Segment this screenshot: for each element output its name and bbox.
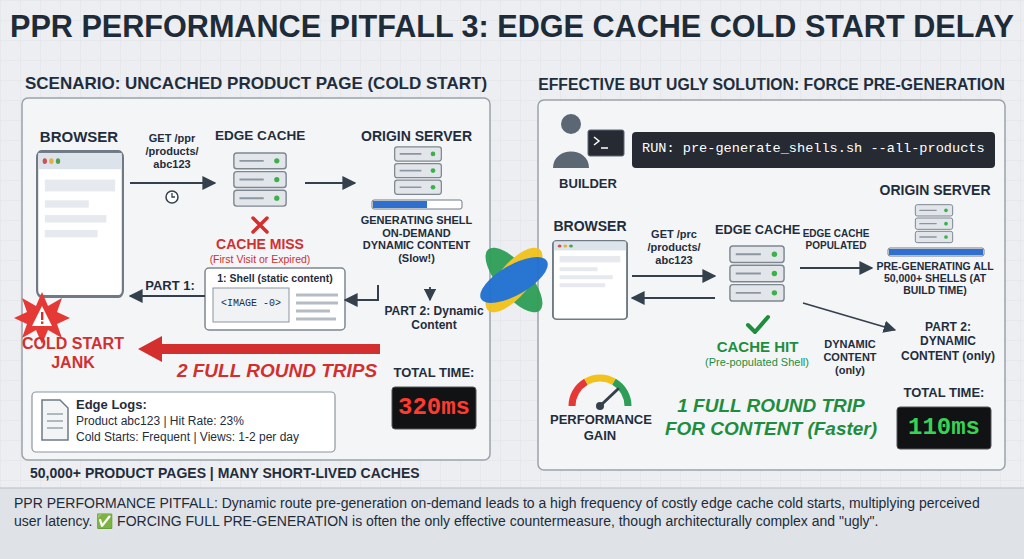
command-text: RUN: pre-generate_shells.sh --all-produc… (642, 141, 985, 157)
text-label: ORIGIN SERVER (872, 182, 998, 199)
text-label: DYNAMIC CONTENT (only) (810, 338, 890, 378)
timer-box: TOTAL TIME: 110ms (893, 385, 995, 452)
edge-cache-node: EDGE CACHE (215, 128, 305, 215)
origin-server-node: ORIGIN SERVER PRE-GENERATING ALL 50,000+ … (872, 182, 998, 315)
connector-arrow (305, 182, 355, 184)
browser-node: BROWSER (28, 128, 130, 305)
text-label: 1: Shell (static content) (209, 272, 341, 285)
status-label: CACHE MISS (200, 236, 320, 253)
status-note: (First Visit or Expired) (190, 253, 330, 266)
text-label: BROWSER (28, 128, 130, 146)
scenario-panel: SCENARIO: UNCACHED PRODUCT PAGE (COLD ST… (22, 74, 490, 480)
round-trip-label: 1 FULL ROUND TRIP FOR CONTENT (Faster) (655, 395, 887, 441)
text-label: BROWSER (548, 218, 632, 235)
status-label: CACHE HIT (705, 338, 810, 356)
timer-value: 320ms (394, 394, 474, 423)
edge-label: EDGE CACHE POPULATED (802, 228, 870, 252)
connector-arrow (130, 295, 205, 297)
gauge-node: PERFORMANCE GAIN (550, 372, 650, 450)
origin-server-node: ORIGIN SERVER GENERATING SHELL ON-DEMAND … (355, 128, 478, 285)
text-label: <IMAGE -0> (215, 298, 287, 310)
shell-box: 1: Shell (static content) <IMAGE -0> (205, 268, 345, 330)
text-label: TOTAL TIME: (388, 365, 480, 381)
round-trip-label: 2 FULL ROUND TRIPS (172, 360, 382, 383)
text-label: TOTAL TIME: (893, 385, 995, 401)
text-label: PART 2: DYNAMIC CONTENT (only) (899, 320, 997, 363)
terminal-box: RUN: pre-generate_shells.sh --all-produc… (632, 132, 995, 168)
text-label: BUILDER (548, 176, 628, 192)
timer-value: 110ms (899, 414, 989, 443)
timer-box: TOTAL TIME: 320ms (388, 365, 480, 432)
title: PPR PERFORMANCE PITFALL 3: EDGE CACHE CO… (10, 8, 1014, 45)
builder-node: BUILDER (548, 108, 628, 195)
browser-node: BROWSER (548, 218, 632, 322)
panel-heading: EFFECTIVE BUT UGLY SOLUTION: FORCE PRE-G… (538, 76, 1005, 95)
connector-arrow (130, 182, 215, 184)
alert-label: COLD START JANK (16, 334, 130, 372)
connector-arrow (345, 285, 378, 300)
status-note: (Pre-populated Shell) (698, 356, 816, 369)
connector-arrow (632, 275, 715, 277)
text-label: Product abc123 | Hit Rate: 23% (76, 414, 329, 428)
edge-label: GET /prc /products/ abc123 (634, 228, 714, 268)
text-label: GENERATING SHELL ON-DEMAND DYNAMIC CONTE… (357, 214, 476, 265)
text-label: Edge Logs: (76, 397, 329, 413)
text-label: EDGE CACHE (215, 128, 305, 144)
panel-heading: SCENARIO: UNCACHED PRODUCT PAGE (COLD ST… (22, 74, 490, 94)
text-label: EDGE CACHE (715, 222, 800, 237)
footnote: 50,000+ PRODUCT PAGES | MANY SHORT-LIVED… (30, 465, 485, 482)
log-box: Edge Logs:Product abc123 | Hit Rate: 23%… (32, 392, 335, 452)
edge-cache-node: EDGE CACHE (715, 222, 800, 310)
text-label: ORIGIN SERVER (355, 128, 478, 145)
text-label: PRE-GENERATING ALL 50,000+ SHELLS (AT BU… (875, 260, 995, 296)
connector-arrow (800, 267, 872, 269)
edge-label: GET /ppr /products/ abc123 (132, 132, 212, 172)
image-box: <IMAGE -0> (213, 288, 289, 322)
caption: PPR PERFORMANCE PITFALL: Dynamic route p… (14, 494, 1010, 530)
connector-arrow (632, 297, 715, 299)
text-label: PART 2: Dynamic Content (382, 304, 486, 333)
text-label: Cold Starts: Frequent | Views: 1-2 per d… (76, 430, 329, 444)
text-label: PERFORMANCE GAIN (550, 412, 650, 443)
edge-label: PART 1: (138, 278, 202, 294)
